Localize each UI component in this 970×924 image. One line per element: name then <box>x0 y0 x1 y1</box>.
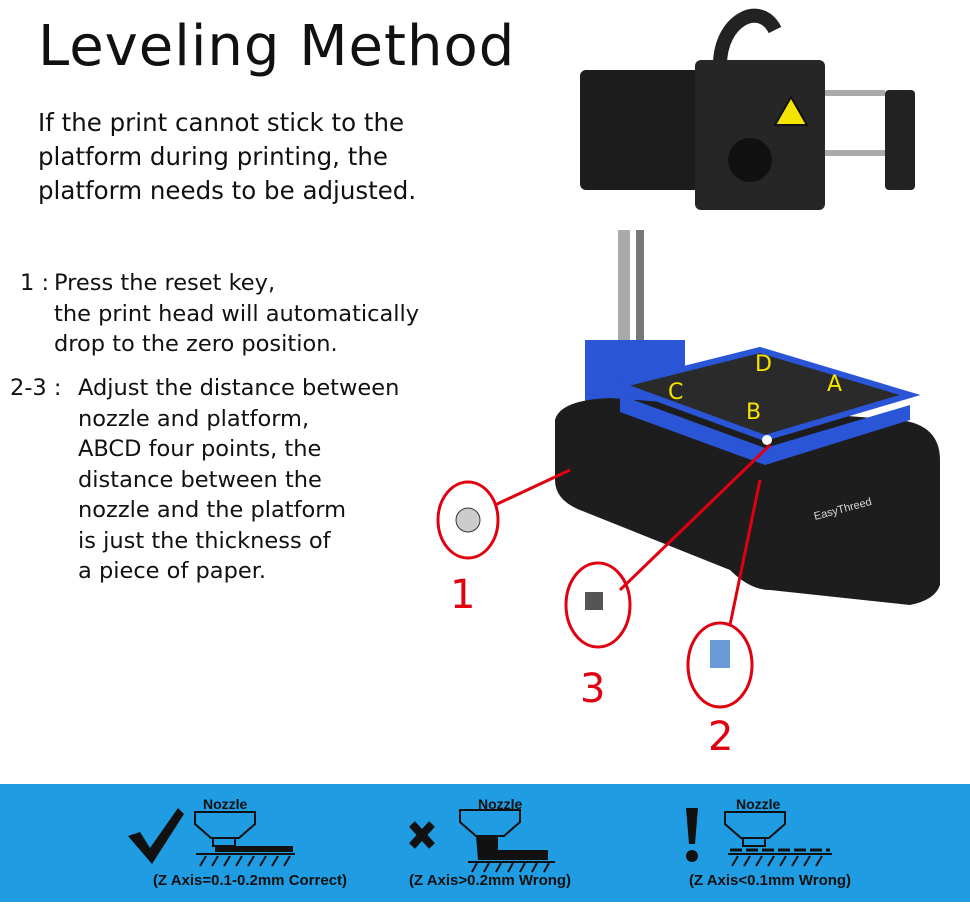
callout-1: 1 <box>450 572 476 618</box>
step-number: 1 : <box>20 270 50 296</box>
intro-text: If the print cannot stick to the platfor… <box>38 106 416 208</box>
step-line: a piece of paper. <box>78 558 267 584</box>
point-a: A <box>827 372 843 397</box>
intro-line: platform needs to be adjusted. <box>38 176 417 205</box>
point-d: D <box>755 352 772 377</box>
legend-caption: (Z Axis>0.2mm Wrong) <box>408 872 572 889</box>
point-c: C <box>668 380 684 405</box>
check-icon <box>128 808 295 867</box>
nozzle-label: Nozzle <box>203 796 248 812</box>
step-line: ABCD four points, the <box>78 436 322 462</box>
nozzle-label: Nozzle <box>736 796 781 812</box>
step-line: drop to the zero position. <box>54 331 338 357</box>
callout-2: 2 <box>708 714 734 760</box>
intro-line: If the print cannot stick to the <box>38 108 405 137</box>
cross-icon <box>409 809 555 873</box>
exclamation-icon <box>686 808 832 867</box>
legend-caption: (Z Axis=0.1-0.2mm Correct) <box>152 872 348 889</box>
legend-caption: (Z Axis<0.1mm Wrong) <box>688 872 852 889</box>
step-line: the print head will automatically <box>54 300 420 327</box>
legend-too-low: Nozzle (Z Axis<0.1mm Wrong) <box>620 784 920 902</box>
z-axis-legend: Nozzle (Z Axis=0.1-0.2mm Correct) Nozzle… <box>0 784 970 902</box>
page-title: Leveling Method <box>38 14 516 79</box>
callout-3: 3 <box>580 666 606 712</box>
step-1: 1 : Press the reset key, the print head … <box>20 268 420 360</box>
nozzle-label: Nozzle <box>478 796 523 812</box>
step-line: distance between the <box>78 466 322 493</box>
step-line: is just the thickness of <box>78 527 331 554</box>
intro-line: platform during printing, the <box>38 142 388 171</box>
printer-illustration: EasyThreed <box>436 8 940 709</box>
step-line: nozzle and the platform <box>78 497 347 523</box>
point-b: B <box>746 400 762 425</box>
legend-too-high: Nozzle (Z Axis>0.2mm Wrong) <box>340 784 640 902</box>
step-2-3: 2-3 : Adjust the distance between nozzle… <box>10 373 400 587</box>
step-line: Adjust the distance between <box>78 375 400 401</box>
legend-correct: Nozzle (Z Axis=0.1-0.2mm Correct) <box>100 784 400 902</box>
step-number: 2-3 : <box>10 375 62 401</box>
step-line: Press the reset key, <box>54 270 276 296</box>
step-line: nozzle and platform, <box>78 405 310 432</box>
